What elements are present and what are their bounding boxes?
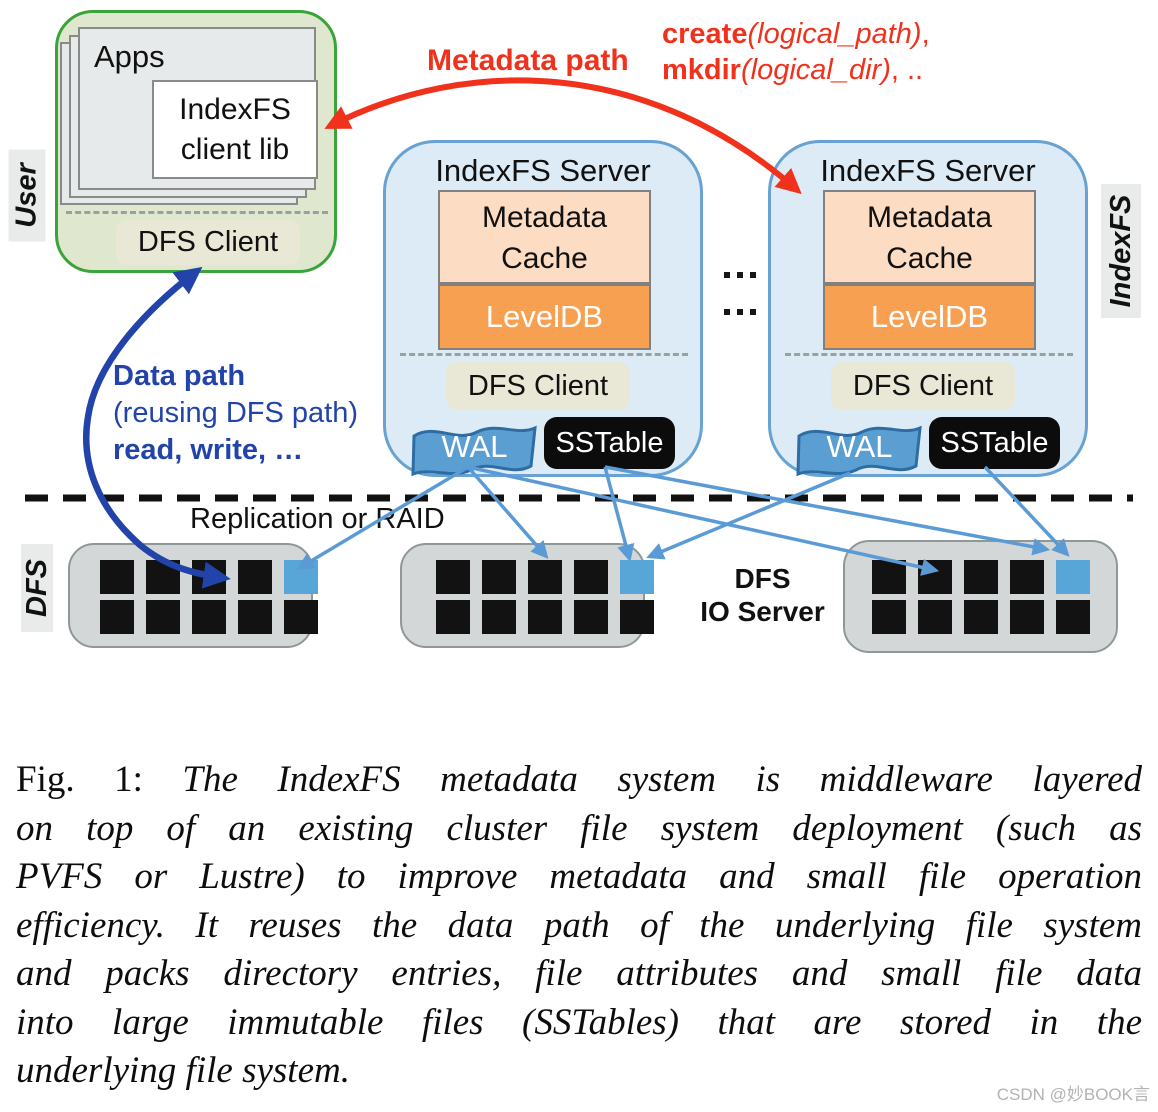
leveldb-box: LevelDB: [823, 284, 1036, 350]
cache-line2: Cache: [501, 242, 588, 275]
figure-caption: Fig. 1: The IndexFS metadata system is m…: [16, 756, 1142, 1096]
storage-grid: [436, 560, 654, 634]
metadata-op-create: create(logical_path),: [662, 18, 930, 50]
caption-line: underlying file system.: [16, 1050, 350, 1091]
data-path-line1: Data path: [113, 360, 246, 392]
storage-block-black: [528, 560, 562, 594]
dfs-side-label: DFS: [21, 544, 53, 632]
storage-block-black: [872, 600, 906, 634]
dfs-io-server-label: DFS IO Server: [695, 562, 830, 628]
wal2-to-dfs2-arrow: [646, 471, 851, 560]
wal-label: WAL: [826, 429, 893, 464]
wal-flag-icon: WAL: [409, 419, 540, 477]
user-side-label: User: [8, 149, 46, 242]
data-path-text: Data path (reusing DFS path) read, write…: [113, 358, 358, 469]
dfs-io-server-box-2: [400, 543, 654, 648]
storage-block-black: [284, 600, 318, 634]
storage-block-black: [238, 600, 272, 634]
leveldb-box: LevelDB: [438, 284, 651, 350]
storage-block-black: [1056, 600, 1090, 634]
storage-block-black: [528, 600, 562, 634]
storage-block-black: [964, 600, 998, 634]
caption-line: PVFS or Lustre) to improve metadata and …: [16, 856, 1142, 897]
storage-block-black: [146, 600, 180, 634]
indexfs-client-lib-box: IndexFS client lib: [152, 80, 318, 179]
storage-block-black: [1010, 560, 1044, 594]
storage-block-black: [918, 560, 952, 594]
sstable-box: SSTable: [544, 417, 675, 469]
storage-block-black: [100, 600, 134, 634]
watermark-text: CSDN @妙BOOK言: [996, 1085, 1150, 1104]
cache-line1: Metadata: [866, 201, 993, 234]
caption-line: into large immutable files (SSTables) th…: [16, 1001, 1142, 1043]
storage-block-black: [964, 560, 998, 594]
metadata-path-label: Metadata path: [427, 44, 629, 77]
caption-line: Fig. 1: The IndexFS metadata system is m…: [16, 759, 1143, 800]
storage-block-black: [238, 560, 272, 594]
user-dfs-client-chip: DFS Client: [116, 220, 300, 265]
data-path-line3: read, write, …: [113, 434, 304, 466]
storage-block-black: [482, 560, 516, 594]
storage-block-black: [192, 600, 226, 634]
indexfs-side-label: IndexFS: [1101, 184, 1141, 318]
caption-line: efficiency. It reuses the data path of t…: [16, 904, 1142, 946]
user-divider-dashed: [66, 211, 328, 214]
storage-block-black: [872, 560, 906, 594]
storage-block-black: [100, 560, 134, 594]
ellipsis-dots-icon: [724, 309, 756, 315]
storage-block-blue: [1056, 560, 1090, 594]
storage-block-black: [574, 600, 608, 634]
replication-label: Replication or RAID: [190, 503, 445, 535]
client-lib-line1: IndexFS: [179, 93, 291, 126]
apps-label: Apps: [94, 39, 165, 74]
storage-block-blue: [620, 560, 654, 594]
sstable1-to-dfs3-arrow: [604, 465, 1051, 556]
cache-line1: Metadata: [481, 201, 608, 234]
server-title: IndexFS Server: [435, 153, 651, 188]
storage-block-black: [482, 600, 516, 634]
wal1-to-dfs2-arrow: [466, 465, 549, 559]
indexfs-server-box-2: IndexFS Server Metadata Cache LevelDB DF…: [768, 140, 1088, 477]
storage-block-black: [918, 600, 952, 634]
server-dfs-client-chip: DFS Client: [831, 362, 1015, 410]
cache-line2: Cache: [886, 242, 973, 275]
storage-block-black: [436, 600, 470, 634]
client-lib-line2: client lib: [180, 133, 290, 166]
data-path-line2: (reusing DFS path): [113, 397, 358, 429]
dfs-io-server-box-1: [68, 543, 318, 648]
ellipsis-dots-icon: [724, 272, 756, 278]
storage-block-black: [1010, 600, 1044, 634]
metadata-ops-text: create(logical_path), mkdir(logical_dir)…: [662, 16, 930, 88]
metadata-cache-box: Metadata Cache: [438, 190, 651, 284]
io-label-line1: DFS: [734, 563, 791, 594]
storage-grid: [872, 560, 1090, 634]
storage-grid: [100, 560, 318, 634]
metadata-op-mkdir: mkdir(logical_dir), ..: [662, 54, 924, 86]
caption-line: on top of an existing cluster file syste…: [16, 807, 1142, 849]
wal-flag-icon: WAL: [794, 419, 925, 477]
user-group-box: Apps IndexFS client lib DFS Client: [55, 10, 337, 273]
server-dfs-client-chip: DFS Client: [446, 362, 630, 410]
dfs-io-server-box-3: [843, 540, 1118, 653]
server-divider-dashed: [400, 353, 688, 356]
server-divider-dashed: [785, 353, 1073, 356]
indexfs-server-box-1: IndexFS Server Metadata Cache LevelDB DF…: [383, 140, 703, 477]
sstable-box: SSTable: [929, 417, 1060, 469]
storage-block-black: [620, 600, 654, 634]
caption-prefix: Fig. 1:: [16, 759, 143, 800]
wal-label: WAL: [441, 429, 508, 464]
storage-block-black: [192, 560, 226, 594]
storage-block-blue: [284, 560, 318, 594]
storage-block-black: [436, 560, 470, 594]
io-label-line2: IO Server: [700, 596, 825, 627]
metadata-cache-box: Metadata Cache: [823, 190, 1036, 284]
caption-line: and packs directory entries, file attrib…: [16, 953, 1142, 994]
server-title: IndexFS Server: [820, 153, 1036, 188]
storage-block-black: [574, 560, 608, 594]
storage-block-black: [146, 560, 180, 594]
